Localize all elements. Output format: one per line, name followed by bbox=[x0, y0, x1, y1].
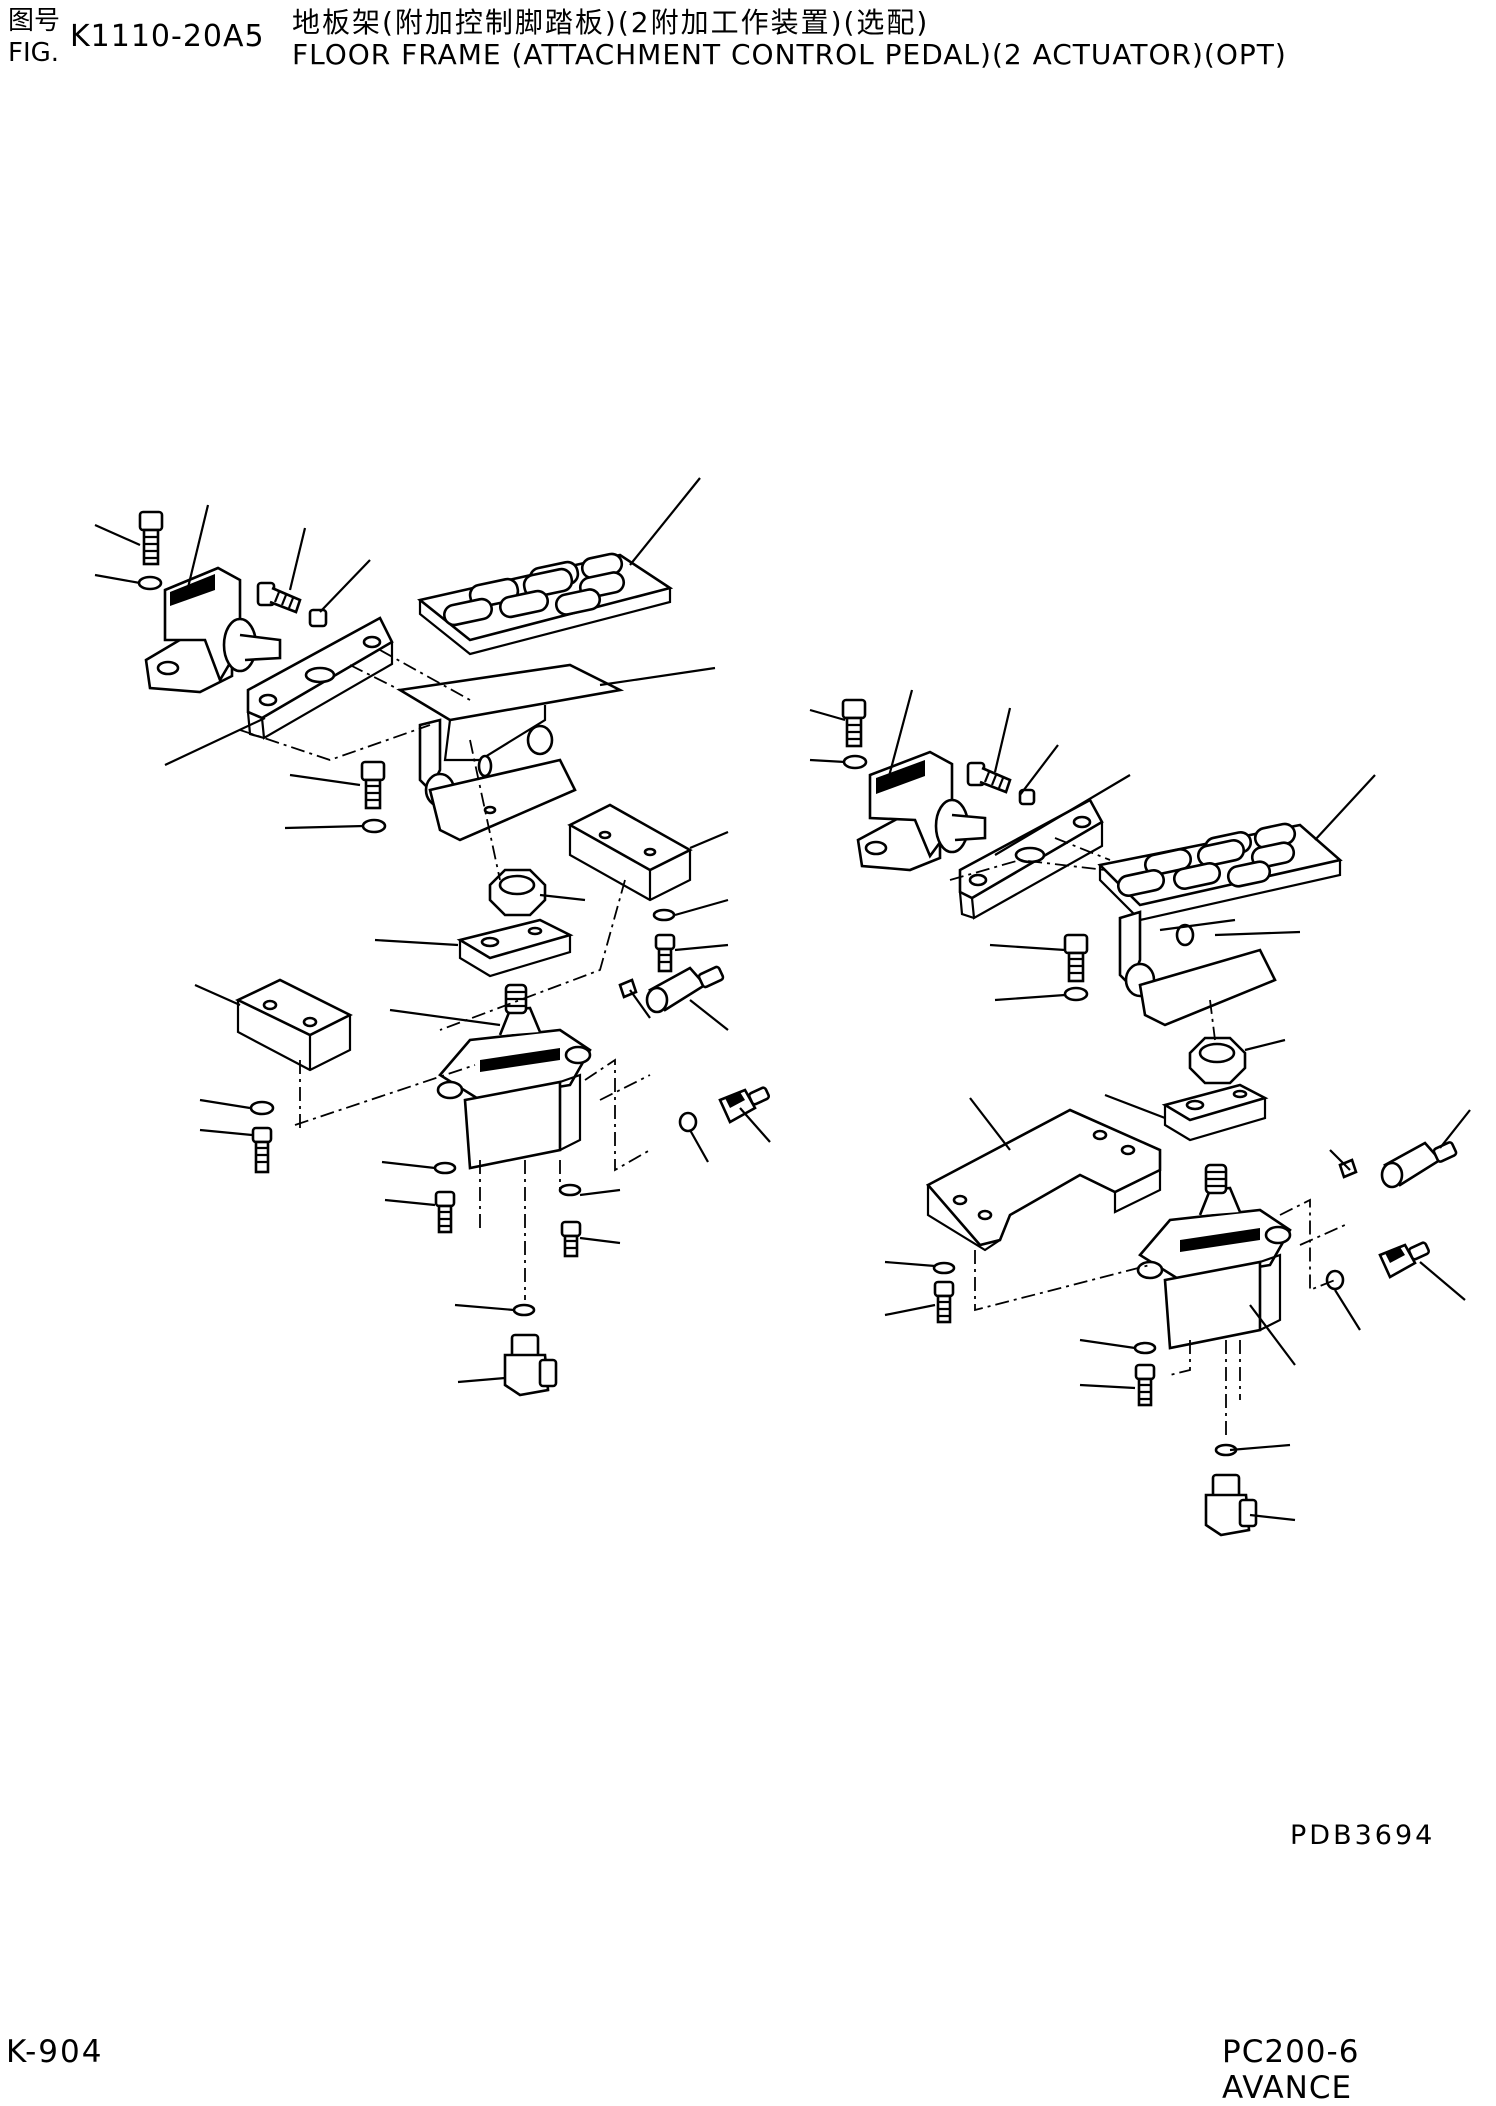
washer-plate bbox=[1161, 1083, 1269, 1142]
washer bbox=[652, 908, 676, 922]
left-pedal-assembly bbox=[94, 477, 771, 1397]
washer bbox=[1063, 986, 1089, 1002]
pedal-plate bbox=[1118, 910, 1277, 1027]
fig-label-en: FIG. bbox=[8, 38, 60, 68]
washer bbox=[932, 1261, 956, 1275]
bolt bbox=[360, 760, 386, 810]
washer bbox=[361, 818, 387, 834]
washer-plate bbox=[456, 918, 574, 978]
link-plate bbox=[958, 798, 1104, 920]
hex-nut bbox=[488, 868, 547, 917]
pedal-bracket bbox=[144, 566, 282, 694]
o-ring bbox=[1325, 1269, 1345, 1291]
bolt bbox=[1063, 933, 1089, 983]
page-number: K-904 bbox=[6, 2034, 104, 2070]
nut bbox=[308, 608, 328, 628]
washer bbox=[433, 1161, 457, 1175]
pedal-pad bbox=[1097, 822, 1343, 922]
elbow-fitting bbox=[1204, 1473, 1258, 1537]
washer bbox=[1133, 1341, 1157, 1355]
bolt bbox=[654, 933, 676, 973]
title-english: FLOOR FRAME (ATTACHMENT CONTROL PEDAL)(2… bbox=[292, 38, 1287, 71]
elbow-fitting bbox=[503, 1333, 558, 1397]
bolt bbox=[841, 698, 867, 748]
o-ring bbox=[678, 1111, 698, 1133]
spacer-block bbox=[567, 803, 693, 902]
washer bbox=[558, 1183, 582, 1197]
u-bracket bbox=[925, 1108, 1162, 1252]
fig-label-cn: 图号 bbox=[8, 6, 61, 36]
drawing-reference-code: PDB3694 bbox=[1290, 1820, 1436, 1851]
elbow-fitting bbox=[1378, 1241, 1431, 1279]
spacer-block bbox=[235, 978, 353, 1072]
bolt bbox=[966, 761, 1012, 794]
bolt bbox=[1134, 1363, 1156, 1407]
title-chinese: 地板架(附加控制脚踏板)(2附加工作装置)(选配) bbox=[292, 6, 930, 39]
pedal-plate bbox=[396, 663, 625, 842]
bolt bbox=[933, 1280, 955, 1324]
bolt bbox=[560, 1220, 582, 1258]
pedal-pad bbox=[417, 552, 674, 656]
right-pedal-assembly bbox=[809, 689, 1471, 1537]
bolt bbox=[256, 581, 302, 614]
washer bbox=[249, 1100, 275, 1116]
machine-model: PC200-6 AVANCE bbox=[1222, 2034, 1360, 2106]
hose-fitting bbox=[645, 965, 725, 1014]
pilot-valve bbox=[436, 983, 592, 1170]
bolt bbox=[251, 1126, 273, 1174]
pilot-valve bbox=[1136, 1163, 1292, 1350]
o-ring bbox=[512, 1303, 536, 1317]
elbow-fitting bbox=[718, 1086, 771, 1124]
nut bbox=[1018, 788, 1036, 806]
fig-number: K1110-20A5 bbox=[70, 19, 265, 54]
hex-nut bbox=[1188, 1036, 1247, 1085]
washer bbox=[842, 754, 868, 770]
bolt bbox=[138, 510, 164, 566]
bolt bbox=[434, 1190, 456, 1234]
washer bbox=[137, 575, 163, 591]
hose-fitting bbox=[1380, 1141, 1458, 1189]
link-plate bbox=[246, 616, 394, 740]
pedal-bracket bbox=[856, 750, 987, 872]
